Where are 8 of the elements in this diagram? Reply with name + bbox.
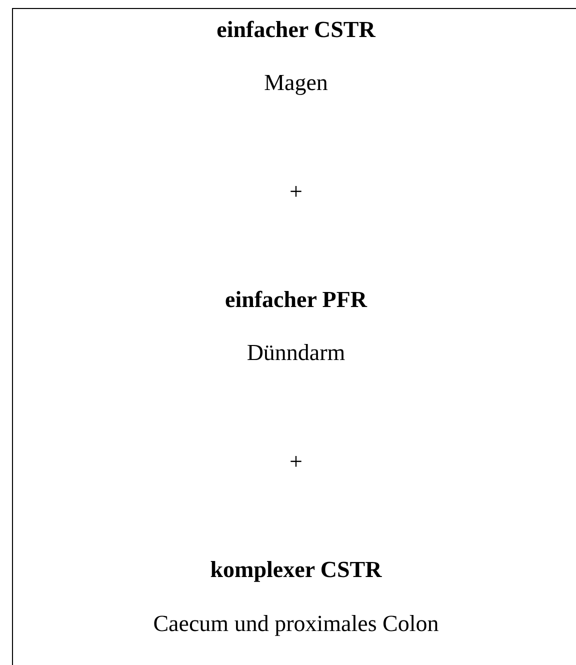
- organ-label: Magen: [264, 69, 328, 97]
- reactor-heading: komplexer CSTR: [210, 556, 382, 584]
- organ-label: Caecum und proximales Colon: [153, 610, 439, 638]
- plus-sign: +: [290, 178, 302, 206]
- organ-label: Dünndarm: [246, 339, 346, 367]
- reactor-heading: einfacher PFR: [224, 286, 367, 314]
- reactor-heading: einfacher CSTR: [216, 16, 376, 44]
- plus-sign: +: [290, 448, 302, 476]
